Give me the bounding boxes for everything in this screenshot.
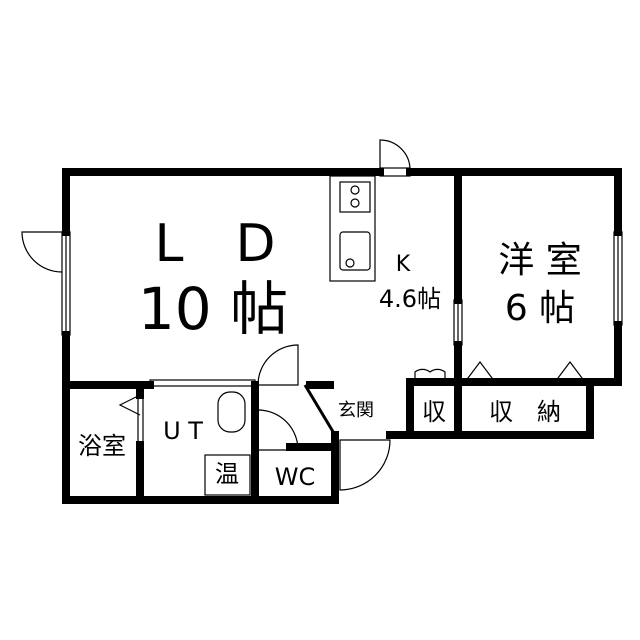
toilet-label: WC [275, 463, 316, 491]
bath-label: 浴室 [78, 432, 126, 460]
ld-size: 10 帖 [138, 275, 288, 343]
storage-label: 収 [422, 398, 446, 426]
sink-icon [339, 231, 371, 271]
stove-icon [339, 181, 371, 213]
closet-label: 収 納 [489, 398, 561, 426]
entrance-label: 玄関 [338, 400, 374, 421]
western-room-title: 洋 室 [498, 240, 581, 281]
ld-title: L D [154, 214, 275, 274]
windows-and-doors [21, 139, 623, 496]
walls [62, 168, 622, 504]
washbasin-icon [217, 391, 246, 433]
water-heater-label: 温 [215, 460, 239, 488]
kitchen-title: K [396, 252, 411, 277]
kitchen-counter [329, 175, 376, 282]
kitchen-size: 4.6帖 [379, 285, 441, 313]
western-room-size: 6 帖 [505, 288, 575, 329]
utility-label: U T [163, 417, 203, 445]
